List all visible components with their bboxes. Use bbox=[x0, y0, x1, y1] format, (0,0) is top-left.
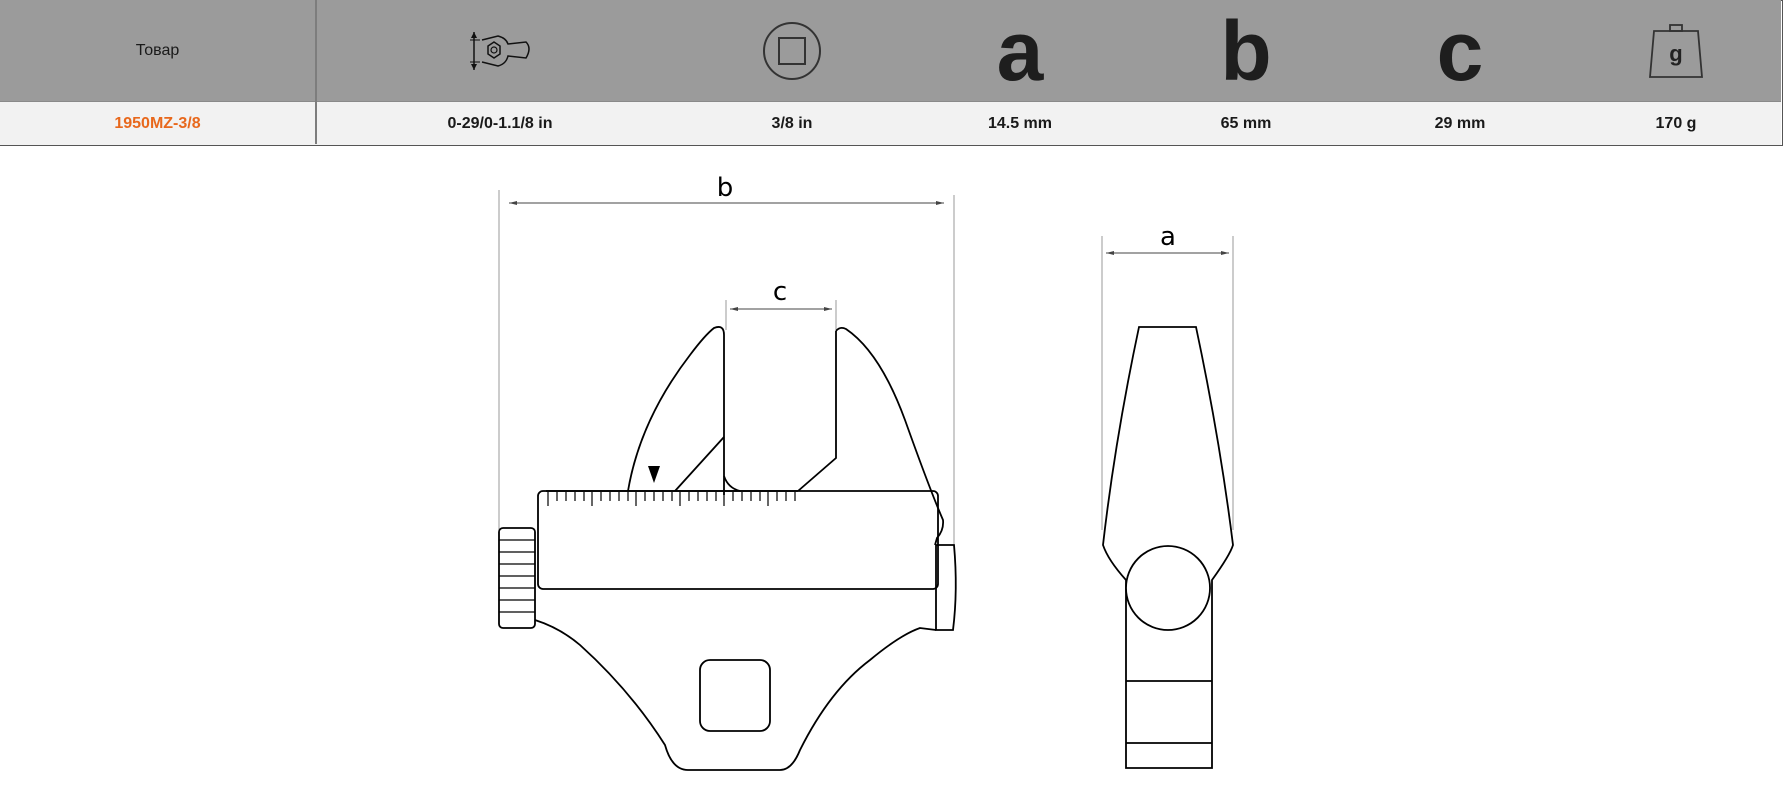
square-drive-icon bbox=[752, 0, 832, 101]
value-weight: 170 g bbox=[1655, 114, 1697, 132]
value-c: 29 mm bbox=[1434, 114, 1486, 132]
dimension-b-letter: b bbox=[1220, 3, 1272, 98]
dimension-b-label: b bbox=[717, 173, 734, 203]
dimension-a-label: a bbox=[1160, 222, 1176, 252]
wrench-opening-icon bbox=[460, 0, 542, 101]
value-a: 14.5 mm bbox=[987, 114, 1053, 132]
weight-icon-text: g bbox=[1669, 41, 1682, 66]
table-value-row: 1950MZ-3/8 0-29/0-1.1/8 in 3/8 in 14.5 m… bbox=[0, 101, 1781, 145]
dimension-a-header: a bbox=[960, 0, 1080, 101]
value-opening: 0-29/0-1.1/8 in bbox=[447, 114, 553, 132]
dimension-a-letter: a bbox=[996, 3, 1044, 98]
dimension-c-header: c bbox=[1400, 0, 1520, 101]
technical-drawing: b c a bbox=[498, 173, 1234, 771]
product-column-header: Товар bbox=[0, 0, 315, 101]
wrench-end-view bbox=[1101, 236, 1234, 769]
wrench-side-view bbox=[498, 190, 957, 771]
value-b: 65 mm bbox=[1220, 114, 1272, 132]
product-header-label: Товар bbox=[135, 41, 180, 59]
column-divider bbox=[315, 0, 317, 144]
dimension-b-header: b bbox=[1186, 0, 1306, 101]
dimension-c-label: c bbox=[773, 277, 787, 307]
table-header-row: Товар a b c g bbox=[0, 0, 1781, 101]
value-square-drive: 3/8 in bbox=[771, 114, 813, 132]
product-code[interactable]: 1950MZ-3/8 bbox=[114, 114, 201, 132]
dimension-c-letter: c bbox=[1436, 3, 1484, 98]
weight-icon: g bbox=[1634, 0, 1718, 101]
